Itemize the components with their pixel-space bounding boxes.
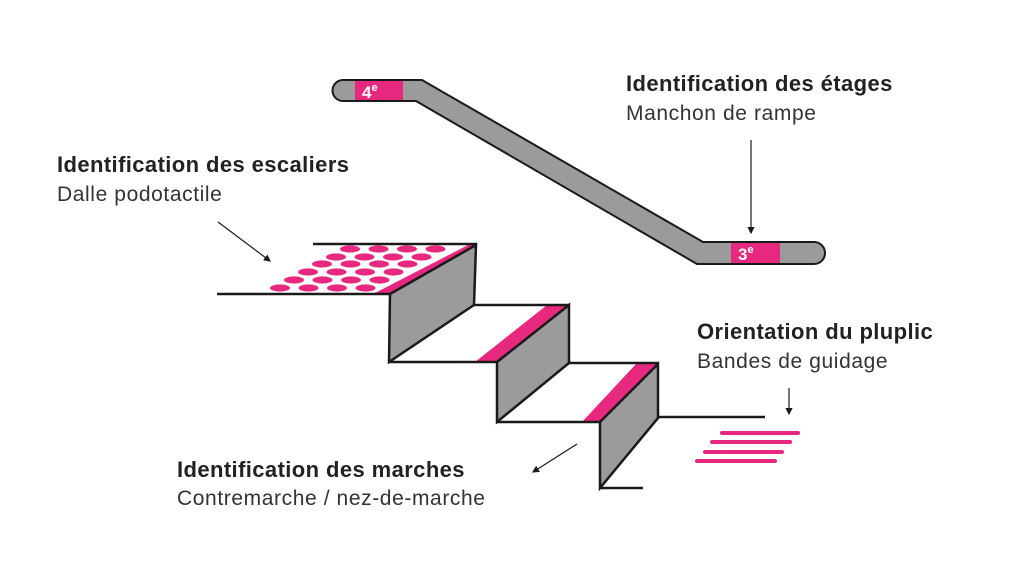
tactile-dot xyxy=(312,260,332,268)
tactile-dot xyxy=(425,245,446,253)
tactile-dot xyxy=(298,268,318,276)
tactile-dot xyxy=(354,253,375,261)
floor-band-upper xyxy=(355,81,403,100)
guidance-strips xyxy=(695,431,800,463)
tactile-dot xyxy=(383,268,404,276)
step-nosing-stripe-2 xyxy=(582,364,658,422)
label-escaliers-title: Identification des escaliers xyxy=(57,152,349,177)
tactile-dot xyxy=(397,245,417,253)
tactile-dot xyxy=(355,268,375,276)
tactile-dot xyxy=(368,245,389,253)
label-etages-title: Identification des étages xyxy=(626,71,893,96)
tactile-dot xyxy=(369,260,389,268)
tactile-dot xyxy=(411,253,432,261)
floor-label-lower: 3e xyxy=(738,244,754,264)
label-marches-title: Identification des marches xyxy=(177,457,465,482)
tactile-dot xyxy=(312,276,333,284)
tactile-dot xyxy=(340,260,361,268)
tactile-dot xyxy=(284,276,304,284)
tactile-dot xyxy=(326,268,347,276)
tactile-dot xyxy=(341,276,361,284)
arrow-marches xyxy=(531,443,578,473)
tactile-dot xyxy=(327,284,347,292)
step-nosing-stripe-1 xyxy=(475,305,569,362)
tactile-dot xyxy=(298,284,319,292)
handrail-body xyxy=(331,79,826,265)
floor-label-upper: 4e xyxy=(362,82,378,102)
tactile-dot xyxy=(397,260,418,268)
tactile-dot xyxy=(340,245,360,253)
label-marches-subtitle: Contremarche / nez-de-marche xyxy=(177,487,486,510)
tactile-paving-dots xyxy=(270,245,446,292)
tactile-dot xyxy=(369,276,390,284)
label-orientation-subtitle: Bandes de guidage xyxy=(697,350,888,373)
tactile-dot xyxy=(383,253,403,261)
floor-band-lower xyxy=(731,243,780,263)
landing-stripe xyxy=(373,244,477,294)
tactile-dot xyxy=(326,253,346,261)
arrow-escaliers xyxy=(217,221,271,262)
label-etages-subtitle: Manchon de rampe xyxy=(626,102,817,125)
handrail: 4e 3e xyxy=(331,79,826,265)
tactile-dot xyxy=(355,284,376,292)
staircase xyxy=(217,242,765,492)
tactile-dot xyxy=(270,284,290,292)
label-orientation-title: Orientation du pluplic xyxy=(697,319,933,344)
label-escaliers-subtitle: Dalle podotactile xyxy=(57,183,222,206)
